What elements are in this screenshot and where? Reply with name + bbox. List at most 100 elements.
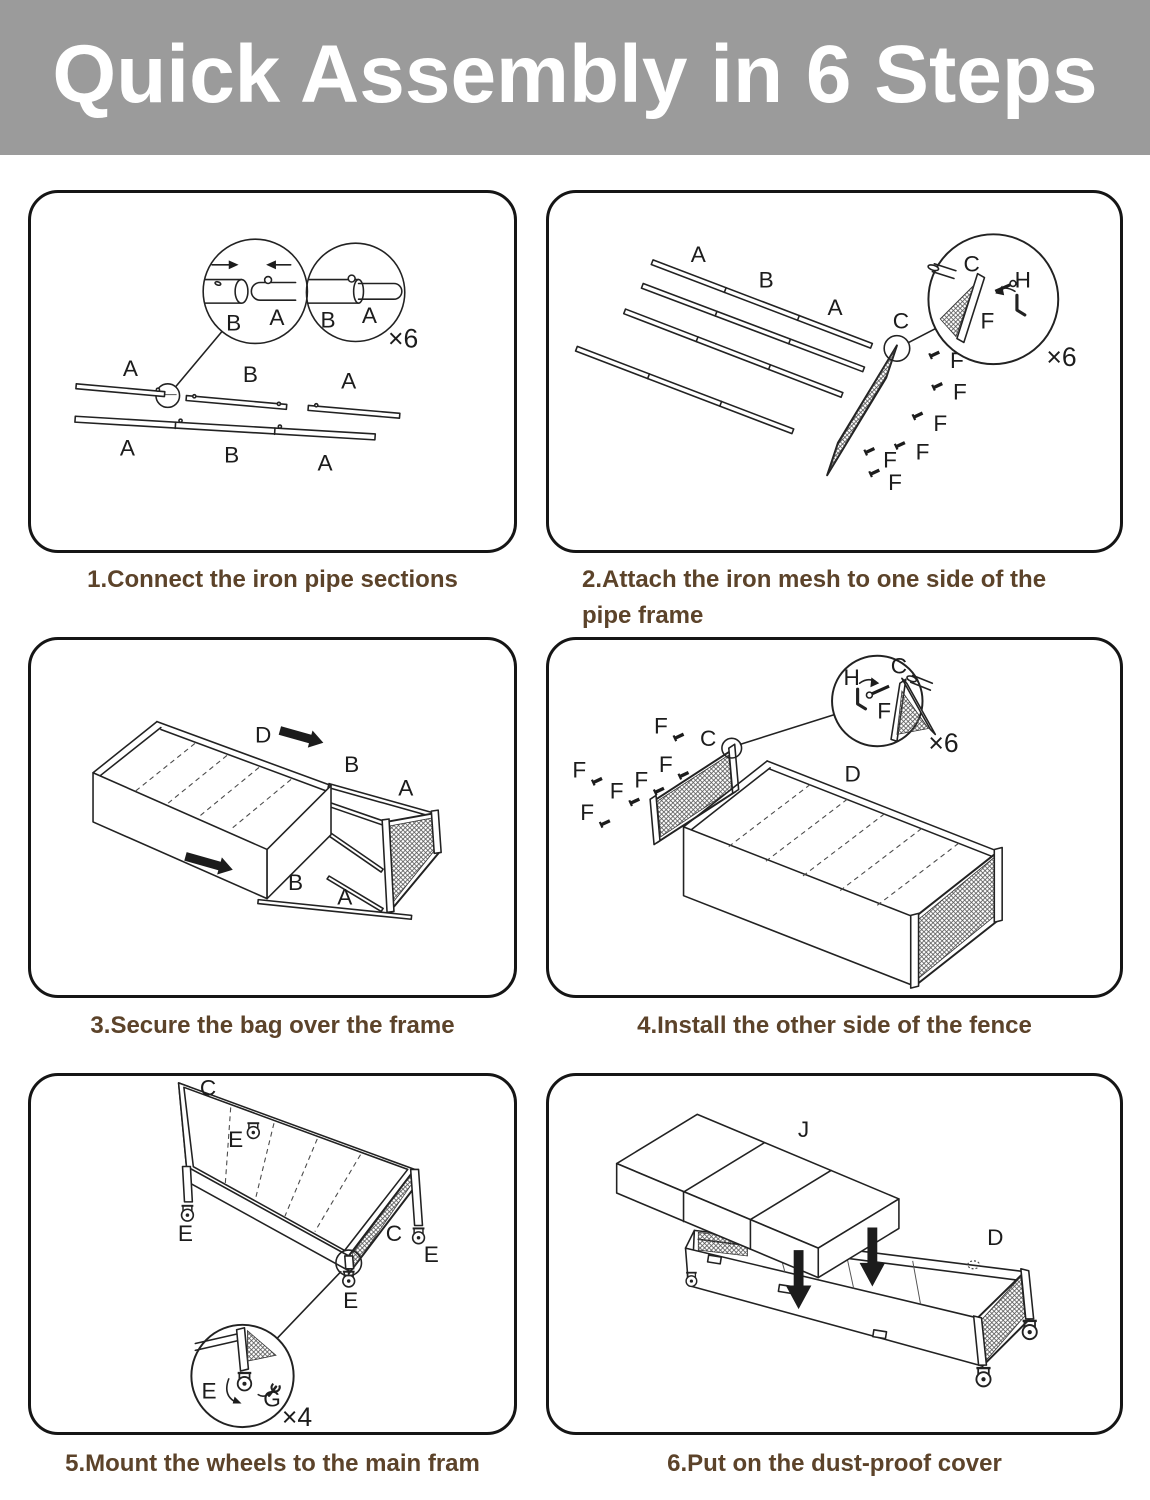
title-banner: Quick Assembly in 6 Steps: [0, 0, 1150, 155]
leader-line: [174, 330, 223, 388]
zoom-source-circle: [721, 737, 743, 759]
slide-arrow-bottom-icon: [184, 852, 233, 875]
frame-body: [682, 760, 1003, 989]
step-3-panel: D B A B A: [28, 637, 517, 998]
part-label-b: B: [226, 311, 241, 336]
detail-circle: C H F: [831, 653, 937, 748]
part-label-c: C: [200, 1076, 216, 1101]
screw-label-f: F: [580, 800, 594, 825]
step-4-caption: 4.Install the other side of the fence: [637, 1012, 1032, 1039]
down-arrow-icon: [785, 1250, 812, 1310]
part-label-a: A: [337, 885, 353, 910]
turn-arrow-icon: [226, 1378, 236, 1403]
pipe-row-1: [75, 383, 401, 420]
screw-label-f: F: [634, 768, 648, 793]
screw-label-f: F: [610, 778, 624, 803]
step-6-drawing: D J: [615, 1113, 1038, 1388]
part-label-d: D: [255, 722, 271, 747]
part-label-b: B: [344, 752, 359, 777]
caster-wheel-icon: [411, 1227, 426, 1245]
step-1-panel: B A B A ×6 A B A A: [28, 190, 517, 553]
part-label-b: B: [759, 267, 774, 292]
step-2-panel: A B A C F F F F F F: [546, 190, 1123, 553]
multiplier-x6: ×6: [388, 323, 418, 353]
part-label-a: A: [398, 775, 414, 800]
step-5-caption: 5.Mount the wheels to the main fram: [65, 1450, 480, 1477]
part-label-d: D: [987, 1225, 1003, 1250]
tool-label-g: G: [263, 1386, 281, 1411]
part-label-a: A: [269, 305, 285, 330]
step-4-drawing: F F F F F F C: [572, 653, 1003, 989]
part-label-j: J: [798, 1117, 809, 1142]
mesh-panel: [826, 344, 898, 477]
detail-circle: E G: [190, 1323, 295, 1429]
wheel-label-e: E: [202, 1379, 217, 1404]
detail-circle-left: [202, 238, 309, 345]
pipe-group: [574, 259, 874, 435]
mesh-end-panel: [381, 809, 442, 914]
step-4-panel: F F F F F F C: [546, 637, 1123, 998]
part-label-c: C: [964, 252, 980, 277]
screw-label-f: F: [877, 699, 891, 724]
screw-label-f: F: [659, 752, 673, 777]
part-label-b: B: [224, 442, 239, 467]
part-label-c: C: [386, 1221, 402, 1246]
part-label-a: A: [120, 436, 136, 461]
step-6-panel: D J: [546, 1073, 1123, 1435]
part-label-d: D: [845, 762, 861, 787]
wheel-label-e: E: [228, 1127, 243, 1152]
joined-pipe-detail: [306, 274, 403, 304]
caster-wheel-icon: [180, 1204, 195, 1223]
part-label-a: A: [827, 295, 843, 320]
part-label-c: C: [700, 726, 716, 751]
screw-icon: [870, 684, 890, 696]
tool-label-h: H: [1015, 267, 1031, 292]
screw-label-f: F: [981, 309, 995, 334]
screw-label-f: F: [883, 447, 897, 472]
step-1-caption: 1.Connect the iron pipe sections: [87, 566, 458, 593]
multiplier-x6: ×6: [1046, 342, 1076, 372]
part-label-c: C: [893, 309, 909, 334]
part-label-b: B: [321, 308, 336, 333]
multiplier-x6: ×6: [928, 728, 958, 758]
pipe-row-2: [74, 415, 377, 441]
screw-label-f: F: [888, 470, 902, 495]
step-5-panel: C C E E E E E G ×: [28, 1073, 517, 1435]
dust-cover: [615, 1113, 900, 1279]
zoom-source-circle: [883, 334, 911, 362]
multiplier-x4: ×4: [282, 1402, 312, 1432]
caster-wheel-icon: [975, 1366, 992, 1388]
part-label-a: A: [341, 369, 357, 394]
tool-label-h: H: [844, 665, 860, 690]
main-frame: [177, 1082, 424, 1275]
screw-label-f: F: [933, 411, 947, 436]
part-label-c: C: [891, 653, 907, 678]
cart-frame: [684, 1229, 1035, 1368]
screw-label-f: F: [572, 758, 586, 783]
screws-group: [862, 347, 946, 479]
leader-line: [276, 1270, 342, 1340]
part-label-a: A: [318, 450, 334, 475]
part-label-a: A: [362, 303, 378, 328]
strap: [706, 1254, 723, 1265]
step-5-drawing: C C E E E E E G ×: [177, 1076, 439, 1432]
screw-label-f: F: [916, 440, 930, 465]
down-arrow-icon: [859, 1227, 886, 1287]
step-2-caption: 2.Attach the iron mesh to one side of th…: [582, 566, 1047, 629]
part-label-b: B: [243, 362, 258, 387]
step-1-drawing: B A B A ×6 A B A A: [74, 238, 418, 475]
caster-wheel-icon: [1021, 1319, 1038, 1341]
part-label-a: A: [691, 242, 707, 267]
page-title: Quick Assembly in 6 Steps: [52, 29, 1098, 120]
detail-circle-right: [305, 242, 406, 343]
part-label-a: A: [123, 356, 139, 381]
step-3-drawing: D B A B A: [92, 720, 442, 921]
strap: [872, 1329, 888, 1340]
leader-line: [739, 713, 835, 746]
wheel-label-e: E: [343, 1288, 358, 1313]
detail-circle: C H F: [927, 233, 1060, 366]
part-label-b: B: [288, 870, 303, 895]
wheel-label-e: E: [424, 1242, 439, 1267]
wheel-label-e: E: [178, 1221, 193, 1246]
